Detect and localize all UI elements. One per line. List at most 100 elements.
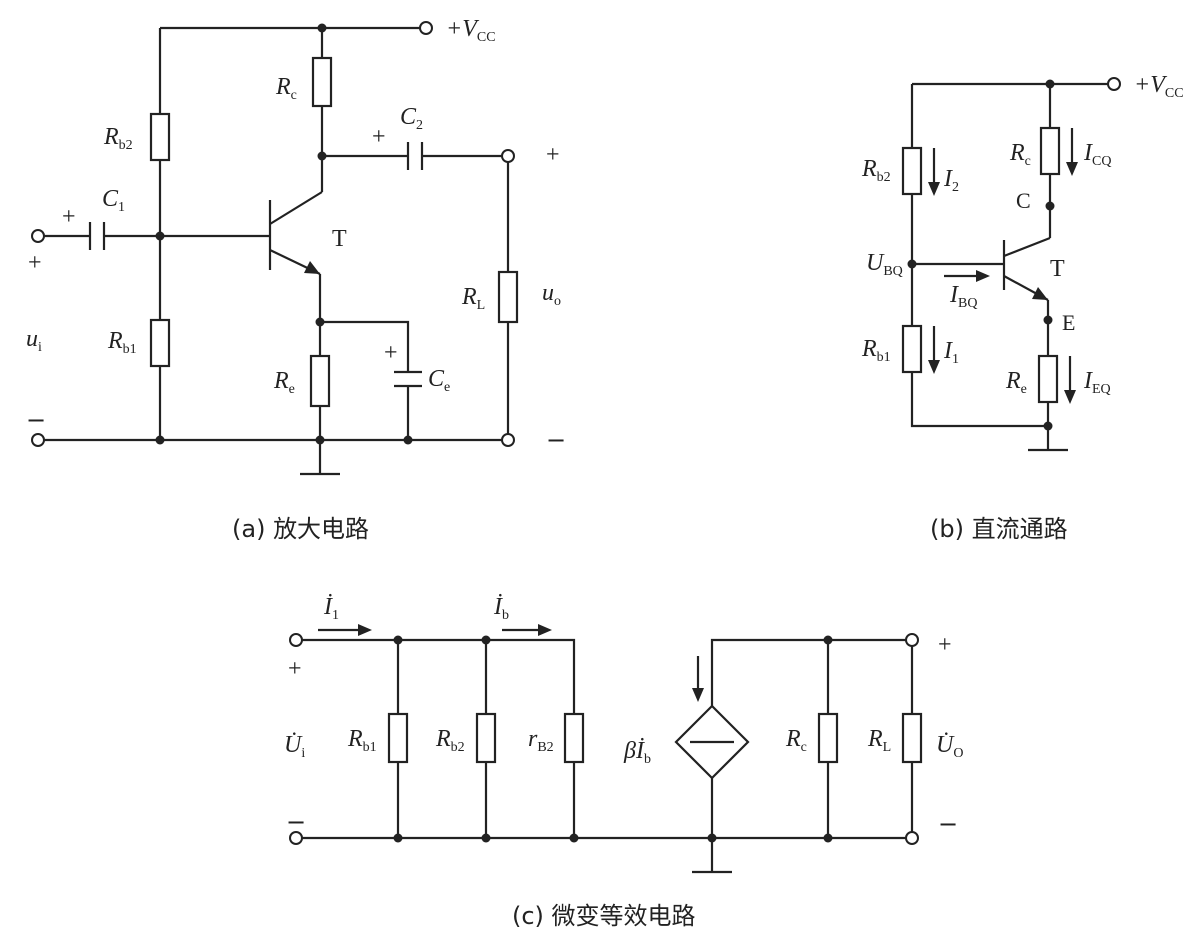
a-resistor-rl <box>497 270 519 324</box>
a-resistor-rb1 <box>149 318 171 368</box>
c-label-source: βİb <box>623 738 651 767</box>
c-label-uo: U̇O <box>936 732 963 761</box>
c-junction <box>569 833 579 843</box>
c-dependent-current-source <box>674 704 750 780</box>
b-wire-left-vertical <box>910 84 1050 428</box>
c-terminal-output-top <box>905 633 919 647</box>
a-terminal-ground-left <box>31 433 45 447</box>
a-junction <box>317 23 327 33</box>
a-label-uo: uo <box>542 280 561 309</box>
a-label-output-plus: + <box>546 142 560 168</box>
c-junction <box>393 833 403 843</box>
a-junction <box>403 435 413 445</box>
c-label-i1: İ1 <box>323 594 339 623</box>
b-label-rc: Rc <box>1009 140 1031 169</box>
c-wire-input-rail <box>300 638 576 714</box>
b-label-rb1: Rb1 <box>861 336 891 365</box>
c-terminal-input-top <box>289 633 303 647</box>
a-label-c1-plus: + <box>62 204 76 230</box>
b-resistor-rb1 <box>901 324 923 374</box>
b-label-re: Re <box>1005 368 1027 397</box>
a-terminal-output-top <box>501 149 515 163</box>
b-label-ibq: IBQ <box>949 282 977 311</box>
c-label-rl: RL <box>867 726 891 755</box>
a-junction <box>315 435 325 445</box>
a-junction <box>155 231 165 241</box>
b-label-rb2: Rb2 <box>861 156 891 185</box>
b-transistor <box>1002 236 1051 301</box>
a-label-rb1: Rb1 <box>107 328 137 357</box>
a-label-input-minus: − <box>26 406 46 434</box>
c-label-rb1: Rb1 <box>347 726 377 755</box>
b-label-vcc: +VCC <box>1134 72 1184 101</box>
caption-c: (c) 微变等效电路 <box>512 902 696 930</box>
a-capacitor-c1 <box>88 222 106 250</box>
c-label-rc: Rc <box>785 726 807 755</box>
b-terminal-vcc <box>1107 77 1121 91</box>
a-label-c2: C2 <box>400 104 423 133</box>
b-label-icq: ICQ <box>1083 140 1111 169</box>
a-junction <box>155 435 165 445</box>
c-label-output-minus: − <box>938 810 958 838</box>
c-junction <box>481 833 491 843</box>
c-label-ib: İb <box>493 594 509 623</box>
c-resistor-rbe <box>563 712 585 764</box>
c-label-input-minus: − <box>286 808 306 836</box>
b-label-ieq: IEQ <box>1083 368 1111 397</box>
a-label-ce: Ce <box>428 366 450 395</box>
a-terminal-input <box>31 229 45 243</box>
a-junction <box>315 317 325 327</box>
c-terminal-input-bottom <box>289 831 303 845</box>
a-label-output-minus: − <box>546 426 566 454</box>
circuit-a-amplifier: +VCC Rc Rb2 + C2 + C1 + T + RL uo ui Rb1… <box>26 16 566 476</box>
a-capacitor-c2 <box>406 142 424 170</box>
a-label-rl: RL <box>461 284 485 313</box>
a-resistor-rb2 <box>149 112 171 162</box>
c-junction <box>823 833 833 843</box>
a-label-ui: ui <box>26 326 42 355</box>
c-label-output-plus: + <box>938 632 952 658</box>
c-label-input-plus: + <box>288 656 302 682</box>
a-resistor-re <box>309 354 331 408</box>
a-terminal-vcc <box>419 21 433 35</box>
a-label-rb2: Rb2 <box>103 124 133 153</box>
b-label-ubq: UBQ <box>866 250 903 279</box>
a-label-c2-plus: + <box>372 124 386 150</box>
circuit-b-dc-path: +VCC Rc ICQ Rb2 I2 C UBQ T IBQ E Rb1 I1 … <box>861 72 1184 452</box>
c-junction <box>481 635 491 645</box>
b-label-collector: C <box>1016 188 1031 213</box>
b-label-i1: I1 <box>943 338 959 367</box>
c-wire-output-rail <box>710 638 914 838</box>
a-terminal-ground-right <box>501 433 515 447</box>
a-label-input-plus: + <box>28 250 42 276</box>
a-resistor-rc <box>311 56 333 108</box>
c-junction <box>823 635 833 645</box>
b-label-i2: I2 <box>943 166 959 195</box>
c-resistor-rc <box>817 712 839 764</box>
b-junction-base <box>907 259 917 269</box>
c-label-ui: U̇i <box>284 732 305 761</box>
c-resistor-rb1 <box>387 712 409 764</box>
a-label-transistor: T <box>332 226 347 252</box>
caption-a: (a) 放大电路 <box>232 515 369 543</box>
a-label-ce-plus: + <box>384 340 398 366</box>
b-label-emitter: E <box>1062 310 1075 335</box>
b-resistor-re <box>1037 354 1059 404</box>
circuit-c-small-signal: İ1 İb + + U̇i Rb1 Rb2 rB2 βİb Rc RL U̇O … <box>284 594 963 874</box>
a-label-c1: C1 <box>102 186 125 215</box>
c-junction <box>393 635 403 645</box>
b-junction <box>1043 421 1053 431</box>
c-label-rb2: Rb2 <box>435 726 465 755</box>
a-label-vcc: +VCC <box>446 16 496 45</box>
c-terminal-output-bottom <box>905 831 919 845</box>
c-label-rbe: rB2 <box>528 726 554 755</box>
c-resistor-rl <box>901 712 923 764</box>
b-resistor-rb2 <box>901 146 923 196</box>
a-junction <box>317 151 327 161</box>
a-transistor <box>268 191 323 275</box>
a-wire-ce-branch <box>320 320 410 440</box>
a-label-rc: Rc <box>275 74 297 103</box>
b-node-emitter <box>1043 315 1053 325</box>
b-node-collector <box>1045 201 1055 211</box>
